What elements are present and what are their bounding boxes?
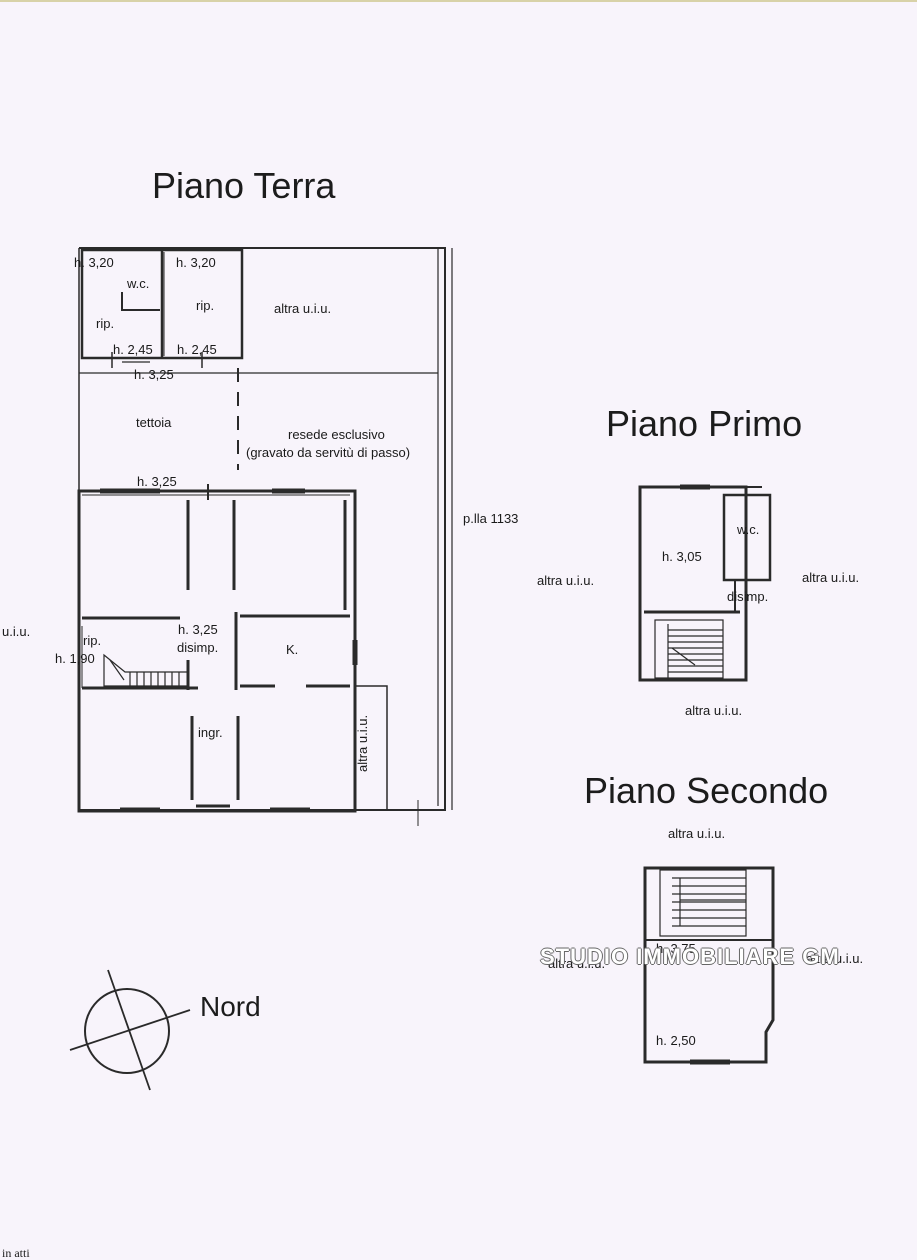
lot-boundary — [79, 247, 446, 811]
label-room: rip. — [196, 298, 215, 313]
footer-text: in atti — [2, 1246, 30, 1260]
north-circle — [84, 988, 170, 1074]
label-height: h. 2,45 — [177, 342, 217, 357]
label-resede: resede esclusivo — [288, 427, 385, 442]
label-parcel: p.lla 1133 — [463, 511, 519, 526]
label-height: h. 3,05 — [662, 549, 702, 564]
label-height: h. 3,25 — [134, 367, 174, 382]
label-tettoia: tettoia — [136, 415, 172, 430]
label-resede-note: (gravato da servitù di passo) — [246, 445, 411, 460]
label-other-unit: u.i.u. — [2, 624, 31, 639]
label-other-unit: altra u.i.u. — [537, 573, 595, 588]
label-height: h. 3,20 — [176, 255, 216, 270]
label-room: rip. — [96, 316, 115, 331]
watermark: STUDIO IMMOBILIARE GM — [540, 944, 840, 969]
top-border-line — [0, 0, 917, 2]
label-other-unit: altra u.i.u. — [802, 570, 860, 585]
label-other-unit: altra u.i.u. — [806, 951, 864, 966]
north-label: Nord — [200, 991, 261, 1022]
label-other-unit: altra u.i.u. — [668, 826, 726, 841]
label-other-unit-vertical: altra u.i.u. — [355, 714, 370, 772]
label-wc: w.c. — [737, 522, 760, 537]
label-height: h. 3,25 — [137, 474, 177, 489]
label-height: h. 3,75 — [656, 941, 696, 956]
title-piano-secondo: Piano Secondo — [584, 770, 829, 811]
first-floor-outline — [638, 485, 748, 682]
label-other-unit: altra u.i.u. — [274, 301, 332, 316]
label-wc: w.c. — [127, 276, 150, 291]
title-piano-primo: Piano Primo — [606, 403, 803, 444]
label-kitchen: K. — [286, 642, 299, 657]
label-disimpegno: disimp. — [177, 640, 219, 655]
label-disimpegno: disimp. — [727, 589, 769, 604]
label-height: h. 3,20 — [74, 255, 114, 270]
label-room: rip. — [83, 633, 102, 648]
label-other-unit: altra u.i.u. — [548, 956, 606, 971]
title-piano-terra: Piano Terra — [152, 165, 336, 206]
label-other-unit: altra u.i.u. — [685, 703, 743, 718]
label-height: h. 3,25 — [178, 622, 218, 637]
label-height: h. 1,90 — [55, 651, 95, 666]
label-height: h. 2,45 — [113, 342, 153, 357]
label-height: h. 2,50 — [656, 1033, 696, 1048]
second-floor-outline — [643, 866, 775, 1064]
label-entrance: ingr. — [198, 725, 223, 740]
